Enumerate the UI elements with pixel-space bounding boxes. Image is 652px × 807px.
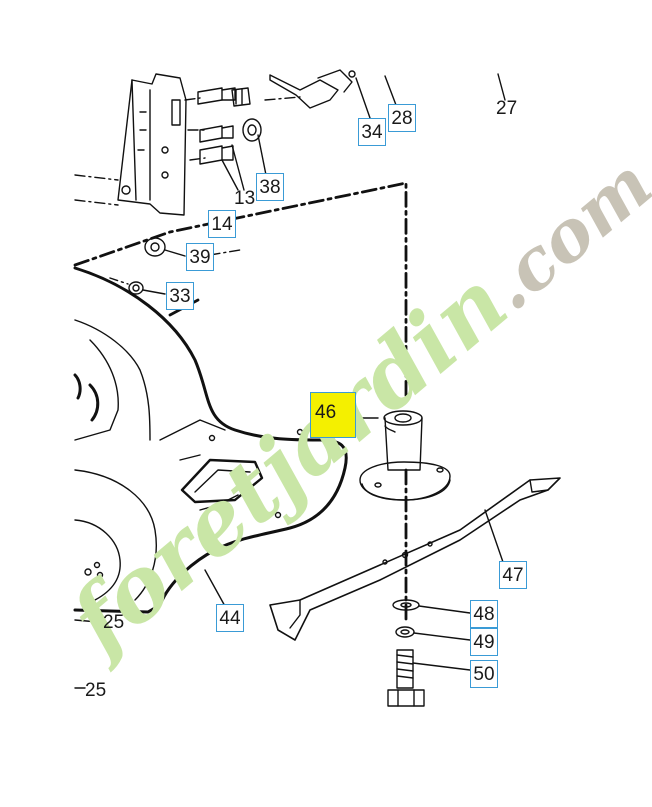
mower-deck-44 [73, 266, 348, 614]
blade-adapter-46 [337, 410, 451, 501]
alignment-lines-top [74, 96, 301, 256]
label-27: 27 [496, 98, 518, 119]
mounting-bracket-14 [117, 73, 187, 216]
bolt-50 [387, 649, 471, 707]
label-25-lower: 25 [85, 680, 107, 701]
blade-47 [269, 477, 561, 641]
label-13: 13 [234, 188, 256, 209]
label-25-upper: 25 [103, 612, 125, 633]
callout-28: 28 [388, 104, 416, 132]
callout-34: 34 [358, 118, 386, 146]
nut-39 [144, 237, 186, 257]
callout-39: 39 [186, 243, 214, 271]
callout-14: 14 [208, 210, 236, 238]
lock-washer-49 [395, 626, 471, 641]
callout-50: 50 [470, 660, 498, 688]
callout-33: 33 [166, 282, 194, 310]
callout-44: 44 [216, 604, 244, 632]
callout-48: 48 [470, 600, 498, 628]
bolts-13 [197, 87, 251, 191]
callout-49: 49 [470, 628, 498, 656]
nut-33 [109, 277, 166, 295]
deck-dash-outline [73, 181, 408, 402]
washer-48 [392, 599, 471, 614]
callout-46-highlighted: 46 [310, 392, 356, 438]
washer-38 [242, 118, 267, 176]
callout-38: 38 [256, 173, 284, 201]
callout-47: 47 [499, 561, 527, 589]
lever-parts-34-28 [269, 69, 506, 119]
